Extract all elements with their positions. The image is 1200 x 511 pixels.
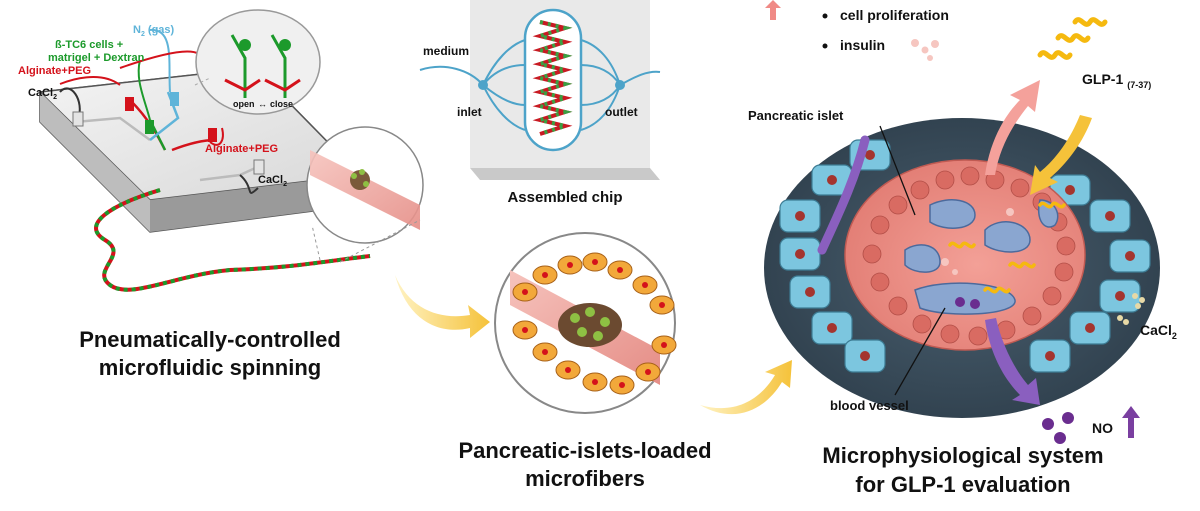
secretion-arrow: [985, 80, 1040, 175]
label-alginate-left: Alginate+PEG: [18, 65, 91, 77]
label-alginate-right: Alginate+PEG: [205, 143, 278, 155]
fiber-magnified-inset: [306, 126, 424, 244]
label-cacl2-right: CaCl2: [258, 174, 287, 188]
glp1-molecule-icon: [1037, 17, 1108, 60]
valve-open-label: open: [233, 99, 255, 109]
bullet-dot-2: [822, 43, 828, 49]
bullet-dot-1: [822, 13, 828, 19]
label-inlet: inlet: [457, 105, 482, 119]
valve-close-label: close: [270, 99, 293, 109]
label-cacl2-left: CaCl2: [28, 87, 57, 101]
caption-assembled-chip: Assembled chip: [507, 189, 622, 206]
label-cell-proliferation: cell proliferation: [840, 7, 949, 23]
chip-plugs: [72, 92, 265, 175]
label-insulin: insulin: [840, 37, 885, 53]
valve-close-icon: [264, 34, 301, 98]
vessel-pointer-line: [894, 307, 946, 396]
label-cacl2-tissue: CaCl2: [1140, 322, 1177, 341]
label-medium: medium: [423, 44, 469, 58]
flow-arrow-1: [395, 275, 490, 338]
assembled-chip: [419, 0, 661, 180]
no-release-arrow: [985, 318, 1040, 405]
label-pancreatic-islet: Pancreatic islet: [748, 108, 844, 123]
caption-microfibers-2: microfibers: [525, 466, 645, 491]
valve-open-icon: [224, 34, 261, 98]
inset-pointer: [194, 77, 211, 86]
islet-pointer-line: [879, 125, 916, 216]
caption-spinning-2: microfluidic spinning: [99, 355, 321, 380]
no-increase-arrow-icon: [1122, 406, 1140, 438]
label-outlet: outlet: [605, 105, 638, 119]
label-no: NO: [1092, 420, 1113, 436]
valve-inset: open ↔ close: [195, 9, 321, 115]
label-cells-1: ß-TC6 cells +: [55, 39, 123, 51]
glp1-in-arrow: [1030, 115, 1092, 195]
no-molecules-icon: [1042, 412, 1074, 444]
insulin-icon: [911, 39, 939, 61]
tissue-disc: [764, 118, 1160, 418]
label-glp1: GLP-1(7-37): [1082, 71, 1151, 90]
increase-arrow-icon: [765, 0, 781, 20]
caption-microfibers-1: Pancreatic-islets-loaded: [458, 438, 711, 463]
caption-mps-1: Microphysiological system: [822, 443, 1103, 468]
caption-spinning-1: Pneumatically-controlled: [79, 327, 341, 352]
flow-arrow-2: [700, 360, 792, 415]
spun-fiber: [94, 188, 371, 292]
valve-arrow: ↔: [258, 99, 267, 109]
label-cells-2: matrigel + Dextran: [48, 52, 145, 64]
label-blood-vessel: blood vessel: [830, 398, 909, 413]
label-n2: N2 (gas): [133, 24, 175, 38]
caption-mps-2: for GLP-1 evaluation: [855, 472, 1070, 497]
islet-microfiber-view: [494, 232, 677, 414]
